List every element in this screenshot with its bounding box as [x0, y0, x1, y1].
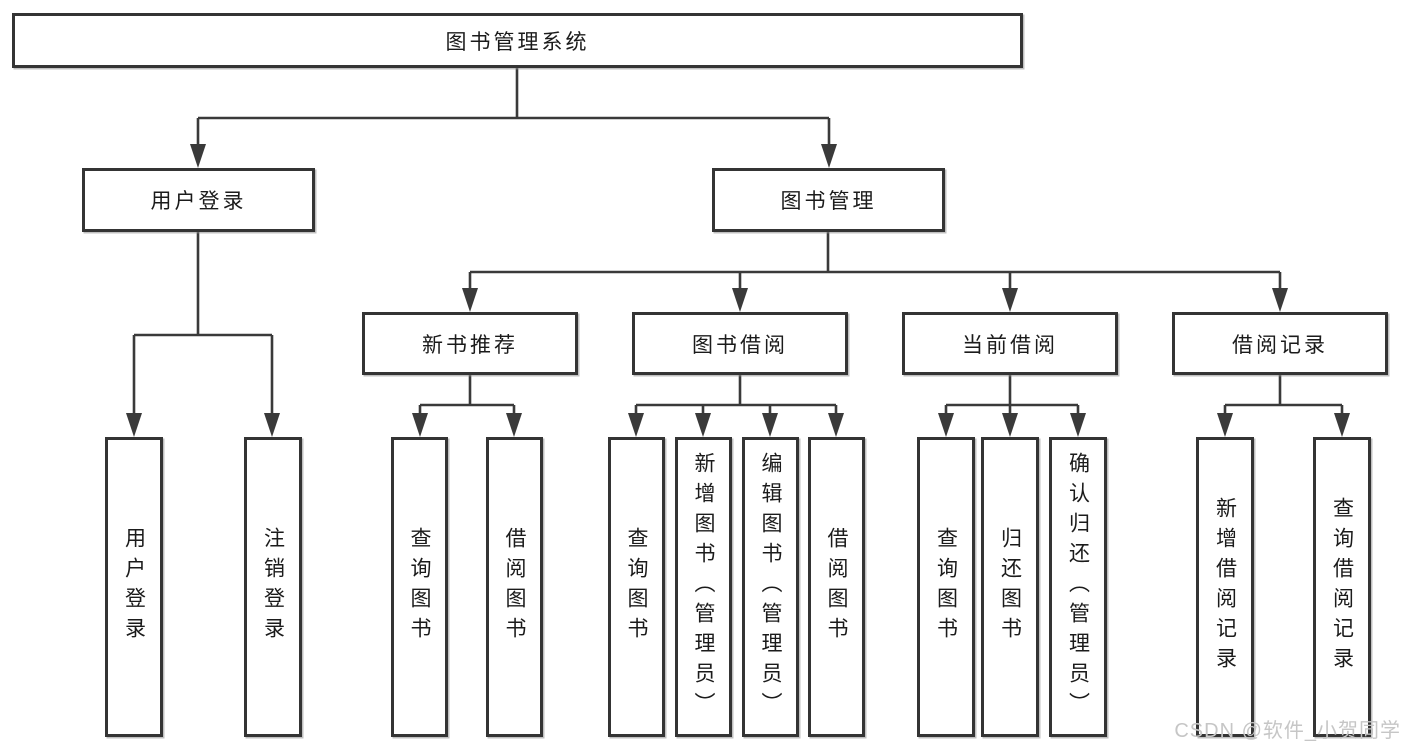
node-leaf-query-books-2: 查询图书 — [608, 437, 665, 737]
node-leaf-return-book: 归还图书 — [981, 437, 1039, 737]
node-leaf-query-books-1: 查询图书 — [391, 437, 448, 737]
node-label: 借阅图书 — [503, 527, 526, 647]
node-label: 借阅图书 — [825, 527, 848, 647]
node-borrowing-records: 借阅记录 — [1172, 312, 1388, 375]
arrowheads-borrow-children — [628, 413, 844, 437]
node-label: 查询图书 — [408, 527, 431, 647]
node-leaf-borrow-books-2: 借阅图书 — [808, 437, 865, 737]
node-label: 借阅记录 — [1232, 333, 1328, 357]
node-leaf-query-books-3: 查询图书 — [917, 437, 975, 737]
node-label: 注销登录 — [261, 527, 285, 647]
node-label: 编辑图书（管理员） — [759, 452, 782, 722]
arrowheads-level3 — [462, 288, 1288, 312]
connector-record-children — [1223, 375, 1344, 415]
arrowheads-record-children — [1217, 413, 1350, 437]
connector-mgmt-to-level3 — [468, 232, 1282, 290]
node-label: 新增图书（管理员） — [692, 452, 715, 722]
node-book-borrowing: 图书借阅 — [632, 312, 848, 375]
connector-login-children — [132, 232, 274, 415]
node-leaf-confirm-return-admin: 确认归还（管理员） — [1049, 437, 1107, 737]
node-label: 归还图书 — [998, 527, 1022, 647]
connector-root-to-level2 — [196, 68, 831, 146]
node-label: 查询图书 — [934, 527, 958, 647]
node-label: 图书管理 — [780, 190, 877, 213]
node-leaf-add-borrow-record: 新增借阅记录 — [1196, 437, 1254, 737]
node-current-borrowing: 当前借阅 — [902, 312, 1118, 375]
arrowheads-login-children — [126, 413, 280, 437]
node-book-management: 图书管理 — [712, 168, 945, 232]
node-label: 查询借阅记录 — [1330, 497, 1354, 677]
node-label: 新书推荐 — [422, 333, 518, 357]
arrowheads-current-children — [938, 413, 1086, 437]
connector-newbook-children — [418, 375, 516, 415]
csdn-watermark: CSDN @软件_小贺同学 — [1174, 720, 1401, 742]
node-leaf-query-borrow-record: 查询借阅记录 — [1313, 437, 1371, 737]
node-label: 用户登录 — [150, 190, 247, 213]
node-label: 用户登录 — [122, 527, 146, 647]
node-user-login: 用户登录 — [82, 168, 315, 232]
node-label: 确认归还（管理员） — [1066, 452, 1090, 722]
node-new-book-recommend: 新书推荐 — [362, 312, 578, 375]
connector-current-children — [944, 375, 1080, 415]
node-leaf-user-login: 用户登录 — [105, 437, 163, 737]
node-leaf-logout: 注销登录 — [244, 437, 302, 737]
node-leaf-borrow-books-1: 借阅图书 — [486, 437, 543, 737]
node-label: 查询图书 — [625, 527, 648, 647]
node-leaf-add-book-admin: 新增图书（管理员） — [675, 437, 732, 737]
arrowheads-level2 — [190, 144, 837, 168]
node-label: 图书借阅 — [692, 333, 788, 357]
arrowheads-newbook-children — [412, 413, 522, 437]
node-label: 当前借阅 — [962, 333, 1058, 357]
node-label: 新增借阅记录 — [1213, 497, 1237, 677]
connector-borrow-children — [634, 375, 838, 415]
node-label: 图书管理系统 — [445, 30, 590, 54]
node-leaf-edit-book-admin: 编辑图书（管理员） — [742, 437, 799, 737]
node-library-management-system: 图书管理系统 — [12, 13, 1023, 68]
